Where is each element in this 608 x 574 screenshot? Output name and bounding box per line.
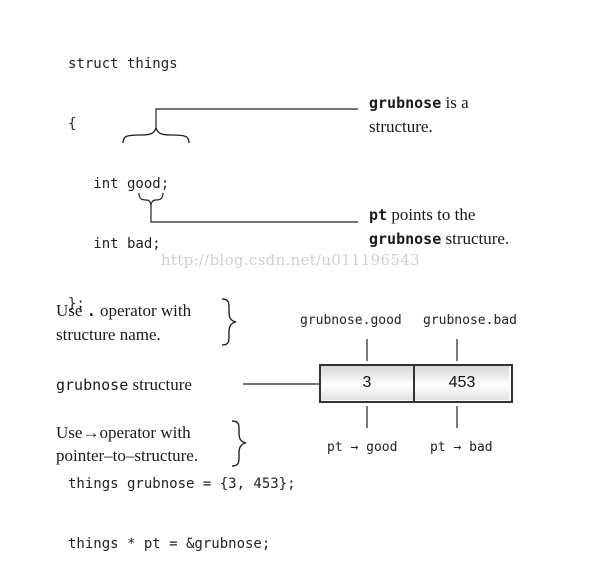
code-line: { bbox=[68, 116, 77, 132]
arrow-operator-note: Use→operator with pointer–to–structure. bbox=[56, 421, 198, 467]
code-line: things * pt = &grubnose; bbox=[68, 536, 271, 552]
pointer-label-member: good bbox=[366, 440, 398, 455]
grubnose-callout-line bbox=[155, 108, 358, 128]
dot-note-use: Use bbox=[56, 301, 83, 320]
structure-box bbox=[319, 364, 513, 403]
pt-note-text-2: structure. bbox=[441, 229, 510, 248]
arrow-note-line2: pointer–to–structure. bbox=[56, 446, 199, 465]
code-line: int bad; bbox=[68, 236, 161, 252]
member-cell-good: 3 bbox=[321, 366, 413, 400]
code-line: int good; bbox=[68, 176, 170, 192]
arrow-note-brace bbox=[231, 420, 247, 467]
pt-note: pt points to the grubnose structure. bbox=[369, 203, 509, 251]
pt-brace bbox=[138, 192, 164, 206]
grubnose-term: grubnose bbox=[369, 230, 442, 248]
pt-callout-line bbox=[150, 205, 358, 223]
dot-operator-note: Use . operator with structure name. bbox=[56, 299, 191, 346]
arrow-icon: → bbox=[350, 440, 359, 455]
dot-note-brace bbox=[221, 298, 237, 346]
pt-term: pt bbox=[369, 206, 388, 224]
pointer-label-good: pt → good bbox=[327, 440, 397, 455]
grubnose-note-line1: grubnose is a bbox=[369, 91, 469, 115]
member-label-good: grubnose.good bbox=[300, 313, 402, 328]
diagram-lines bbox=[122, 108, 458, 467]
structure-label-text: structure bbox=[128, 375, 192, 394]
dot-note-line2: structure name. bbox=[56, 325, 161, 344]
grubnose-note-text: is a bbox=[441, 93, 469, 112]
member-cell-bad: 453 bbox=[415, 366, 509, 400]
code-line: struct things bbox=[68, 56, 178, 72]
watermark: http://blog.csdn.net/u011196543 bbox=[161, 251, 420, 269]
dot-note-rest: operator with bbox=[99, 301, 192, 320]
structure-divider bbox=[413, 364, 415, 403]
code-line: things grubnose = {3, 453}; bbox=[68, 476, 296, 492]
dot-operator-symbol: . bbox=[86, 302, 96, 320]
pointer-label-bad: pt → bad bbox=[430, 440, 493, 455]
grubnose-note: grubnose is a structure. bbox=[369, 91, 469, 138]
member-label-bad: grubnose.bad bbox=[423, 313, 517, 328]
arrow-note-rest: operator with bbox=[99, 423, 191, 442]
grubnose-note-line2: structure. bbox=[369, 117, 433, 136]
pointer-label-pt: pt bbox=[327, 440, 343, 455]
pt-note-text: points to the bbox=[387, 205, 476, 224]
dot-note-line1: Use . operator with bbox=[56, 299, 191, 323]
arrow-icon: → bbox=[453, 440, 462, 455]
pt-note-line1: pt points to the bbox=[369, 203, 509, 227]
pt-note-line2: grubnose structure. bbox=[369, 227, 509, 251]
structure-label: grubnose structure bbox=[56, 373, 192, 397]
pointer-label-pt: pt bbox=[430, 440, 446, 455]
arrow-note-line1: Use→operator with bbox=[56, 421, 198, 444]
arrow-note-use: Use bbox=[56, 423, 83, 442]
pointer-label-member: bad bbox=[469, 440, 493, 455]
grubnose-term: grubnose bbox=[56, 376, 129, 394]
arrow-operator-symbol: → bbox=[82, 423, 100, 442]
grubnose-brace bbox=[122, 125, 190, 144]
grubnose-term: grubnose bbox=[369, 94, 442, 112]
code-line: }; bbox=[68, 296, 85, 312]
